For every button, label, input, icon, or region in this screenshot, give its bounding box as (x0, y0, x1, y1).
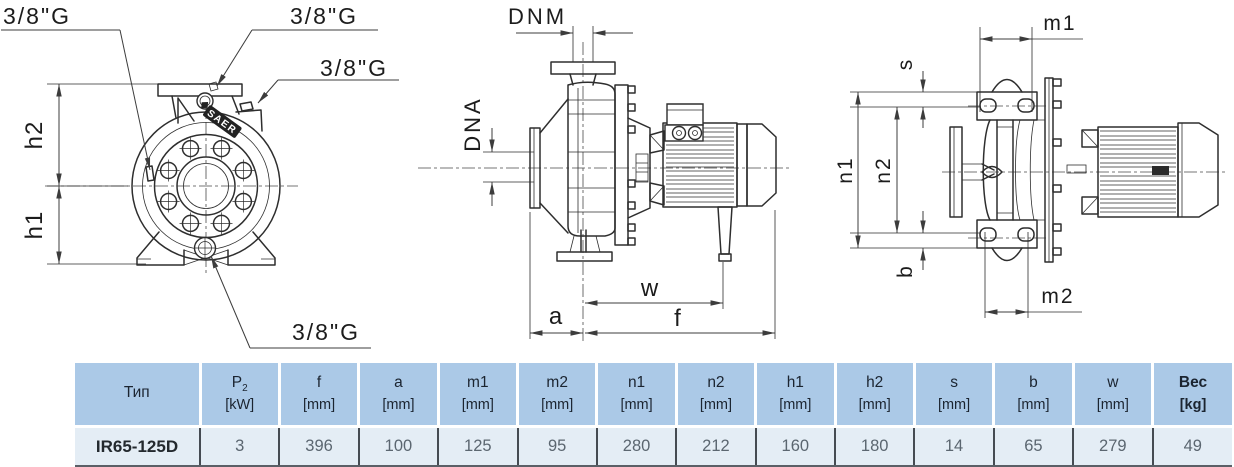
motor-nameplate (1152, 166, 1169, 175)
value-a: 100 (357, 426, 439, 467)
terminal-box (664, 103, 704, 142)
dnm-dimension: DNM (508, 4, 633, 62)
col-header-h1: h1[mm] (754, 363, 835, 428)
dnm-dim-label: DNM (508, 4, 567, 29)
n2-dim-label: n2 (872, 156, 895, 183)
mounting-foot-top (976, 78, 1038, 121)
col-header-b: b[mm] (992, 363, 1074, 428)
thread-label-bottom: 3/8"G (210, 255, 371, 349)
a-f-dimensions: a f (529, 210, 776, 339)
col-header-n1: n1[mm] (595, 363, 677, 428)
thread-label-top-right: 3/8"G (216, 3, 378, 87)
extension-lines (850, 91, 982, 249)
w-dimension: w (585, 262, 724, 309)
dna-dimension: DNA (460, 96, 534, 206)
svg-text:3/8"G: 3/8"G (3, 3, 71, 29)
back-plate (614, 84, 636, 246)
value-h2: 180 (833, 426, 915, 467)
value-p2: 3 (198, 426, 280, 467)
f-dim-label: f (674, 305, 682, 332)
discharge-flange-front (145, 81, 263, 182)
n1-dim-label: n1 (834, 156, 857, 183)
col-header-h2: h2[mm] (833, 363, 915, 428)
a-dim-label: a (549, 303, 563, 330)
col-header-s: s[mm] (912, 363, 994, 428)
h2-dim-label: h2 (21, 121, 48, 150)
value-m1: 125 (437, 426, 518, 467)
w-dim-label: w (640, 275, 659, 302)
table-data-row: IR65-125D 3 396 100 125 95 280 212 160 1… (75, 426, 1232, 467)
b-dim-label: b (894, 264, 917, 278)
discharge-flange-top (949, 126, 995, 218)
m1-dim-label: m1 (1043, 12, 1076, 35)
n1-dimension: n1 (834, 92, 861, 248)
svg-text:3/8"G: 3/8"G (292, 319, 360, 345)
col-header-f: f[mm] (277, 363, 359, 428)
thread-label-top-left: 3/8"G (1, 3, 151, 171)
s-dimension: s (894, 58, 926, 128)
motor-support-leg (717, 206, 733, 262)
col-header-a: a[mm] (357, 363, 439, 428)
col-header-type: Тип (75, 363, 200, 428)
side-view-drawing: DNM (418, 4, 792, 342)
pump-bottom-foot (556, 229, 613, 262)
h2-dimension: h2 (21, 83, 160, 187)
value-s: 14 (913, 426, 994, 467)
flange-bolts (157, 137, 255, 235)
pump-casing-side (567, 81, 616, 237)
value-n1: 280 (595, 426, 677, 467)
m1-dimension: m1 (980, 12, 1083, 42)
col-header-p2: P2[kW] (198, 363, 280, 428)
pump-dimensions: Тип P2[kW] f[mm] a[mm] m1[mm] m2[mm] n1[… (75, 363, 1232, 467)
suction-flange (529, 98, 569, 234)
extension-lines-vertical (979, 27, 1033, 318)
col-header-n2: n2[mm] (674, 363, 756, 428)
shaft-stub (1066, 164, 1087, 174)
back-plate-top (1044, 77, 1062, 263)
h1-dimension: h1 (21, 186, 146, 265)
value-m2: 95 (516, 426, 597, 467)
dimension-table: Тип P2[kW] f[mm] a[mm] m1[mm] m2[mm] n1[… (75, 363, 1232, 467)
table-header-row: Тип P2[kW] f[mm] a[mm] m1[mm] m2[mm] n1[… (75, 363, 1232, 428)
motor-end-cap (746, 123, 777, 207)
top-view-drawing: m1 m2 s b n1 n2 (834, 12, 1226, 318)
n2-dimension: n2 (872, 107, 900, 233)
col-header-m1: m1[mm] (436, 363, 518, 428)
value-n2: 212 (675, 426, 756, 467)
mounting-foot-bottom (976, 219, 1038, 262)
motor-bearing-band (736, 123, 748, 207)
value-w: 279 (1072, 426, 1153, 467)
drain-port (193, 236, 217, 260)
value-weight: 49 (1151, 426, 1232, 467)
h1-dim-label: h1 (21, 211, 48, 240)
b-dimension: b (894, 211, 926, 278)
value-h1: 160 (754, 426, 835, 467)
col-header-weight: Вес[kg] (1151, 363, 1232, 428)
s-dim-label: s (894, 58, 917, 71)
thread-label-right: 3/8"G (257, 55, 399, 104)
motor-top (1081, 122, 1219, 218)
dna-dim-label: DNA (460, 96, 485, 151)
m2-dimension: m2 (985, 285, 1082, 315)
m2-dim-label: m2 (1041, 285, 1074, 308)
bracket (627, 117, 665, 219)
front-view-drawing: SAER h2 h1 3/8"G 3/8"G 3/8"G 3/ (1, 3, 399, 349)
svg-text:3/8"G: 3/8"G (290, 3, 358, 29)
col-header-m2: m2[mm] (515, 363, 597, 428)
svg-text:3/8"G: 3/8"G (320, 55, 388, 81)
motor-end-cap-top (1177, 122, 1219, 218)
pump-casing-top (981, 119, 1045, 221)
value-f: 396 (278, 426, 359, 467)
pump-model: IR65-125D (75, 426, 200, 467)
motor-side (662, 103, 777, 262)
col-header-w: w[mm] (1071, 363, 1153, 428)
value-b: 65 (992, 426, 1074, 467)
